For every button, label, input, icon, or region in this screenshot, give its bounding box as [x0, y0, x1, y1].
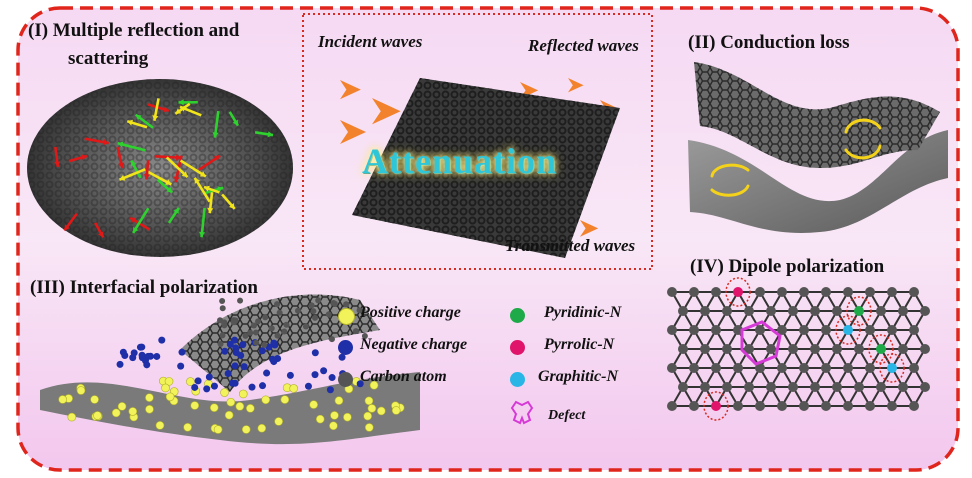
scatter-arrows: [54, 98, 274, 238]
legend-graphitic: Graphitic-N: [538, 368, 618, 385]
positive-charge-icon: [338, 308, 355, 325]
carbon-atom-icon: [338, 372, 353, 387]
reflected-waves-label: Reflected waves: [528, 36, 639, 55]
negative-charge-icon: [338, 340, 353, 355]
panel-2-title: (II) Conduction loss: [688, 32, 850, 53]
legend-pyridinic: Pyridinic-N: [544, 304, 622, 321]
legend-negative: Negative charge: [360, 336, 468, 353]
charge-dots: [58, 297, 405, 434]
foam-ellipse: [27, 79, 293, 257]
pyrrolic-n-icon: [510, 340, 525, 355]
graphitic-n-icon: [510, 372, 525, 387]
attenuating-mesh-sheet: [352, 78, 620, 258]
panel-4-title: (IV) Dipole polarization: [690, 256, 885, 277]
defect-icon: [510, 400, 534, 425]
doped-graphene-lattice: [667, 277, 930, 421]
panel-1-title: (I) Multiple reflection and: [28, 20, 240, 41]
legend-carbon: Carbon atom: [360, 368, 447, 385]
incident-waves-label: Incident waves: [318, 32, 423, 51]
legend-pyrrolic: Pyrrolic-N: [544, 336, 615, 353]
attenuation-label: Attenuation: [362, 141, 558, 181]
interfacial-sheet: [40, 294, 420, 445]
legend-positive: Positive charge: [360, 304, 461, 321]
panel-3-title: (III) Interfacial polarization: [30, 277, 258, 298]
graphene-sheet-conduction: [688, 62, 948, 233]
panel-1-title-cont: scattering: [68, 48, 149, 69]
center-box: [302, 13, 653, 270]
transmitted-waves-label: Transmitted waves: [505, 236, 636, 255]
pyridinic-n-icon: [510, 308, 525, 323]
legend-defect: Defect: [548, 408, 586, 423]
